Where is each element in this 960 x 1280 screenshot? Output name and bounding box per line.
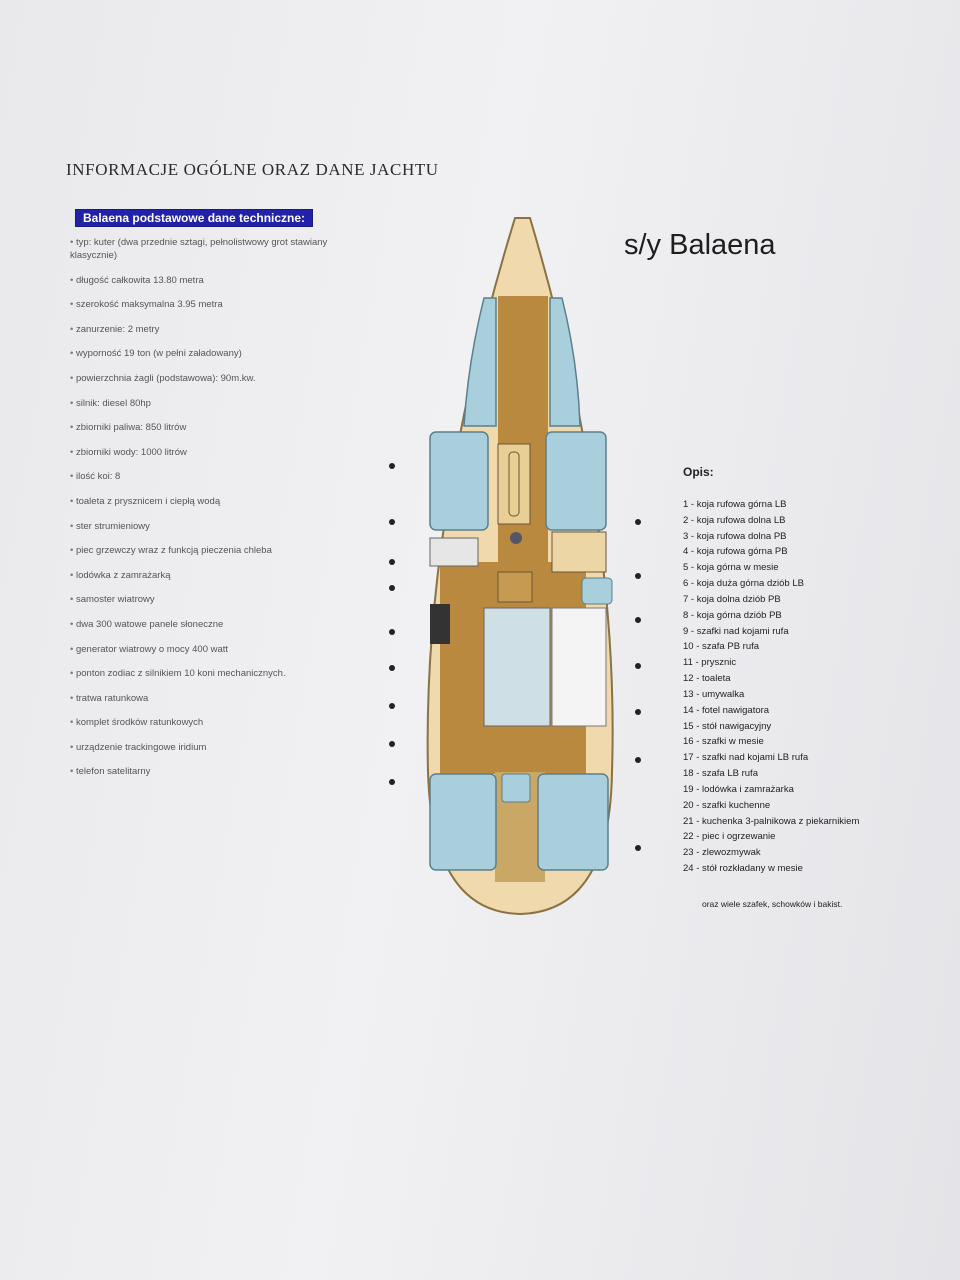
legend-item: 5 - koja górna w mesie — [683, 562, 779, 574]
legend-item: 18 - szafa LB rufa — [683, 768, 758, 780]
heads-area — [551, 607, 607, 727]
callout-dot — [389, 585, 395, 591]
spec-item: zbiorniki paliwa: 850 litrów — [70, 421, 370, 434]
spec-item: ster strumieniowy — [70, 520, 370, 533]
callout-dot — [635, 573, 641, 579]
legend-item: 16 - szafki w mesie — [683, 736, 764, 748]
callout-dot — [389, 779, 395, 785]
saloon-table — [483, 607, 551, 727]
page-title: INFORMACJE OGÓLNE ORAZ DANE JACHTU — [66, 160, 439, 179]
mast-box — [497, 443, 531, 525]
spec-item: komplet środków ratunkowych — [70, 716, 370, 729]
legend-item: 20 - szafki kuchenne — [683, 799, 771, 811]
legend-item: 24 - stół rozkładany w mesie — [683, 863, 803, 875]
legend-item: 17 - szafki nad kojami LB rufa — [683, 752, 809, 764]
mast-slot — [508, 451, 520, 517]
berth-forward-port — [463, 297, 497, 427]
callout-dot — [635, 757, 641, 763]
spec-item: powierzchnia żagli (podstawowa): 90m.kw. — [70, 372, 370, 385]
legend-list: 1 - koja rufowa górna LB 2 - koja rufowa… — [683, 497, 859, 877]
callout-dot — [389, 519, 395, 525]
spec-item: zbiorniki wody: 1000 litrów — [70, 446, 370, 459]
spec-item: długość całkowita 13.80 metra — [70, 274, 370, 287]
nav-seat — [581, 577, 613, 605]
legend-item: 7 - koja dolna dziób PB — [683, 593, 781, 605]
legend-item: 1 - koja rufowa górna LB — [683, 499, 787, 510]
callout-dot — [635, 845, 641, 851]
legend-item: 12 - toaleta — [683, 673, 731, 685]
legend-item: 13 - umywalka — [683, 688, 745, 700]
legend-item: 21 - kuchenka 3-palnikowa z piekarnikiem — [683, 815, 860, 827]
spec-item: tratwa ratunkowa — [70, 692, 370, 705]
galley-sink — [429, 537, 479, 567]
callout-dot — [389, 741, 395, 747]
spec-item: szerokość maksymalna 3.95 metra — [70, 298, 370, 311]
spec-item: samoster wiatrowy — [70, 593, 370, 606]
legend-heading: Opis: — [683, 465, 714, 479]
spec-item: dwa 300 watowe panele słoneczne — [70, 618, 370, 631]
callout-dot — [389, 559, 395, 565]
legend-item: 3 - koja rufowa dolna PB — [683, 530, 787, 542]
legend-item: 22 - piec i ogrzewanie — [683, 831, 776, 843]
callout-dot — [389, 665, 395, 671]
spec-item: ponton zodiac z silnikiem 10 koni mechan… — [70, 667, 370, 680]
yacht-deck-plan — [389, 217, 641, 916]
spec-item: silnik: diesel 80hp — [70, 397, 370, 410]
spec-item: piec grzewczy wraz z funkcją pieczenia c… — [70, 544, 370, 557]
spec-item: lodówka z zamrażarką — [70, 569, 370, 582]
legend-item: 10 - szafa PB rufa — [683, 641, 760, 653]
spec-item: generator wiatrowy o mocy 400 watt — [70, 643, 370, 656]
callout-dot — [389, 463, 395, 469]
legend-item: 15 - stół nawigacyjny — [683, 720, 772, 732]
spec-item: toaleta z prysznicem i ciepłą wodą — [70, 495, 370, 508]
specs-list: typ: kuter (dwa przednie sztagi, pełnoli… — [70, 236, 370, 790]
callout-dot — [635, 709, 641, 715]
legend-item: 9 - szafki nad kojami rufa — [683, 625, 789, 637]
spec-item: wyporność 19 ton (w pełni załadowany) — [70, 347, 370, 360]
yacht-name: s/y Balaena — [624, 229, 776, 261]
spec-item: telefon satelitarny — [70, 765, 370, 778]
spec-item: urządzenie trackingowe iridium — [70, 741, 370, 754]
specs-heading: Balaena podstawowe dane techniczne: — [76, 210, 313, 226]
legend-item: 8 - koja górna dziób PB — [683, 609, 782, 621]
legend-item: 19 - lodówka i zamrażarka — [683, 783, 794, 795]
berth-forward-starboard — [549, 297, 581, 427]
legend-footnote: oraz wiele szafek, schowków i bakist. — [702, 899, 843, 909]
galley-stove — [430, 604, 450, 644]
spec-item: typ: kuter (dwa przednie sztagi, pełnoli… — [70, 236, 370, 262]
spec-item: zanurzenie: 2 metry — [70, 323, 370, 336]
berth-aft-port — [429, 773, 497, 871]
callout-dot — [635, 663, 641, 669]
callout-dot — [389, 703, 395, 709]
legend-item: 2 - koja rufowa dolna LB — [683, 514, 786, 526]
aft-locker — [501, 773, 531, 803]
legend-item: 23 - zlewozmywak — [683, 847, 761, 859]
legend-item: 4 - koja rufowa górna PB — [683, 546, 788, 558]
callout-dot — [635, 617, 641, 623]
legend-item: 14 - fotel nawigatora — [683, 704, 770, 716]
legend-item: 11 - prysznic — [683, 657, 737, 669]
mast-step — [510, 532, 522, 544]
companionway-steps — [497, 571, 533, 603]
spec-item: ilość koi: 8 — [70, 470, 370, 483]
berth-mid-starboard — [545, 431, 607, 531]
callout-dot — [389, 629, 395, 635]
legend-item: 6 - koja duża górna dziób LB — [683, 578, 804, 590]
berth-mid-port — [429, 431, 489, 531]
nav-station — [551, 531, 607, 573]
berth-aft-starboard — [537, 773, 609, 871]
callout-dot — [635, 519, 641, 525]
